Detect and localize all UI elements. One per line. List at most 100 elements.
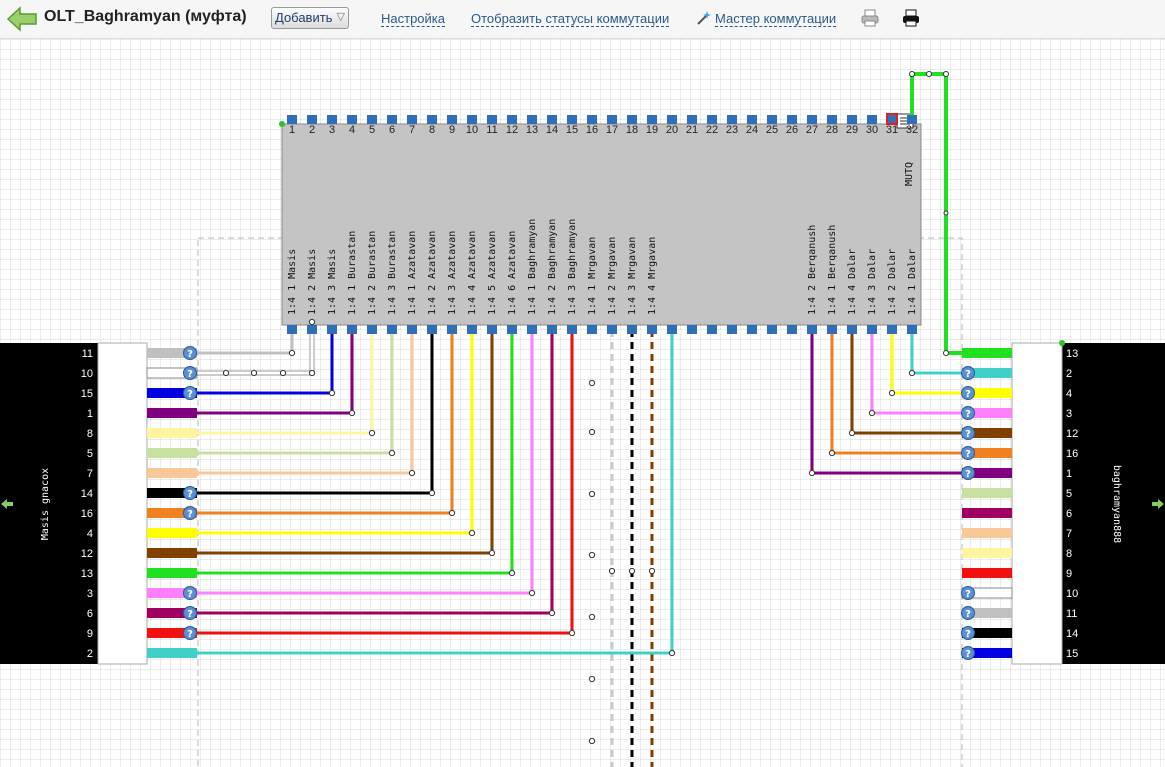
splice-node[interactable] [808, 469, 816, 477]
info-icon[interactable] [183, 586, 197, 600]
bottom-port[interactable] [707, 325, 717, 334]
splice-node[interactable] [588, 675, 596, 683]
top-port[interactable] [307, 115, 317, 124]
top-port[interactable] [647, 115, 657, 124]
top-port[interactable] [327, 115, 337, 124]
bottom-port[interactable] [727, 325, 737, 334]
bottom-port[interactable] [587, 325, 597, 334]
splice-node[interactable] [222, 369, 230, 377]
top-port[interactable] [427, 115, 437, 124]
info-icon[interactable] [961, 626, 975, 640]
top-port[interactable] [367, 115, 377, 124]
top-port[interactable] [727, 115, 737, 124]
top-port[interactable] [707, 115, 717, 124]
bottom-port[interactable] [547, 325, 557, 334]
splice-node[interactable] [828, 449, 836, 457]
top-port[interactable] [667, 115, 677, 124]
back-arrow-icon[interactable] [6, 5, 38, 33]
bottom-port[interactable] [647, 325, 657, 334]
info-icon[interactable] [961, 446, 975, 460]
top-port[interactable] [787, 115, 797, 124]
top-port[interactable] [767, 115, 777, 124]
top-port[interactable] [547, 115, 557, 124]
splice-node[interactable] [588, 613, 596, 621]
splice-node[interactable] [548, 609, 556, 617]
selected-port[interactable] [886, 113, 898, 125]
bottom-port[interactable] [327, 325, 337, 334]
bottom-port[interactable] [627, 325, 637, 334]
right-arrow-icon[interactable] [1152, 499, 1164, 509]
splice-node[interactable] [588, 490, 596, 498]
splice-node[interactable] [328, 389, 336, 397]
top-port[interactable] [807, 115, 817, 124]
top-port[interactable] [527, 115, 537, 124]
top-port[interactable] [607, 115, 617, 124]
bottom-port[interactable] [407, 325, 417, 334]
show-statuses-link[interactable]: Отобразить статусы коммутации [471, 11, 670, 27]
print-preview-icon[interactable] [861, 9, 879, 27]
info-icon[interactable] [961, 646, 975, 660]
splice-node[interactable] [468, 529, 476, 537]
bottom-port[interactable] [307, 325, 317, 334]
bottom-port[interactable] [527, 325, 537, 334]
info-icon[interactable] [183, 346, 197, 360]
bottom-port[interactable] [347, 325, 357, 334]
bottom-port[interactable] [887, 325, 897, 334]
bottom-port[interactable] [787, 325, 797, 334]
info-icon[interactable] [183, 366, 197, 380]
settings-link[interactable]: Настройка [381, 11, 445, 27]
info-icon[interactable] [183, 626, 197, 640]
splice-node[interactable] [368, 429, 376, 437]
bottom-port[interactable] [807, 325, 817, 334]
bottom-port[interactable] [287, 325, 297, 334]
splice-node[interactable] [388, 449, 396, 457]
splice-node[interactable] [668, 649, 676, 657]
bottom-port[interactable] [907, 325, 917, 334]
splice-node[interactable] [408, 469, 416, 477]
splice-node[interactable] [588, 551, 596, 559]
top-port[interactable] [867, 115, 877, 124]
top-port[interactable] [907, 115, 917, 124]
info-icon[interactable] [961, 386, 975, 400]
top-port[interactable] [347, 115, 357, 124]
bottom-port[interactable] [567, 325, 577, 334]
splice-node[interactable] [648, 567, 656, 575]
top-port[interactable] [447, 115, 457, 124]
bottom-port[interactable] [367, 325, 377, 334]
add-dropdown-button[interactable]: Добавить ▽ [271, 7, 349, 29]
bottom-port[interactable] [867, 325, 877, 334]
top-port[interactable] [487, 115, 497, 124]
splice-node[interactable] [448, 509, 456, 517]
top-port[interactable] [467, 115, 477, 124]
splice-node[interactable] [588, 428, 596, 436]
info-icon[interactable] [961, 466, 975, 480]
top-port[interactable] [287, 115, 297, 124]
info-icon[interactable] [961, 406, 975, 420]
splice-node[interactable] [588, 737, 596, 745]
bottom-port[interactable] [747, 325, 757, 334]
splice-node[interactable] [250, 369, 258, 377]
info-icon[interactable] [961, 586, 975, 600]
top-port[interactable] [627, 115, 637, 124]
bottom-port[interactable] [827, 325, 837, 334]
splice-node[interactable] [488, 549, 496, 557]
info-icon[interactable] [183, 506, 197, 520]
splice-node[interactable] [588, 379, 596, 387]
splice-node[interactable] [868, 409, 876, 417]
splice-node[interactable] [908, 369, 916, 377]
splice-node[interactable] [428, 489, 436, 497]
bottom-port[interactable] [507, 325, 517, 334]
top-port[interactable] [387, 115, 397, 124]
bottom-port[interactable] [427, 325, 437, 334]
bottom-port[interactable] [847, 325, 857, 334]
info-icon[interactable] [961, 426, 975, 440]
top-port[interactable] [507, 115, 517, 124]
bottom-port[interactable] [387, 325, 397, 334]
splice-node[interactable] [288, 349, 296, 357]
info-icon[interactable] [183, 486, 197, 500]
wizard-link[interactable]: Мастер коммутации [715, 11, 837, 27]
top-port[interactable] [587, 115, 597, 124]
printer-icon[interactable] [902, 9, 920, 27]
bottom-port[interactable] [467, 325, 477, 334]
splice-node[interactable] [568, 629, 576, 637]
